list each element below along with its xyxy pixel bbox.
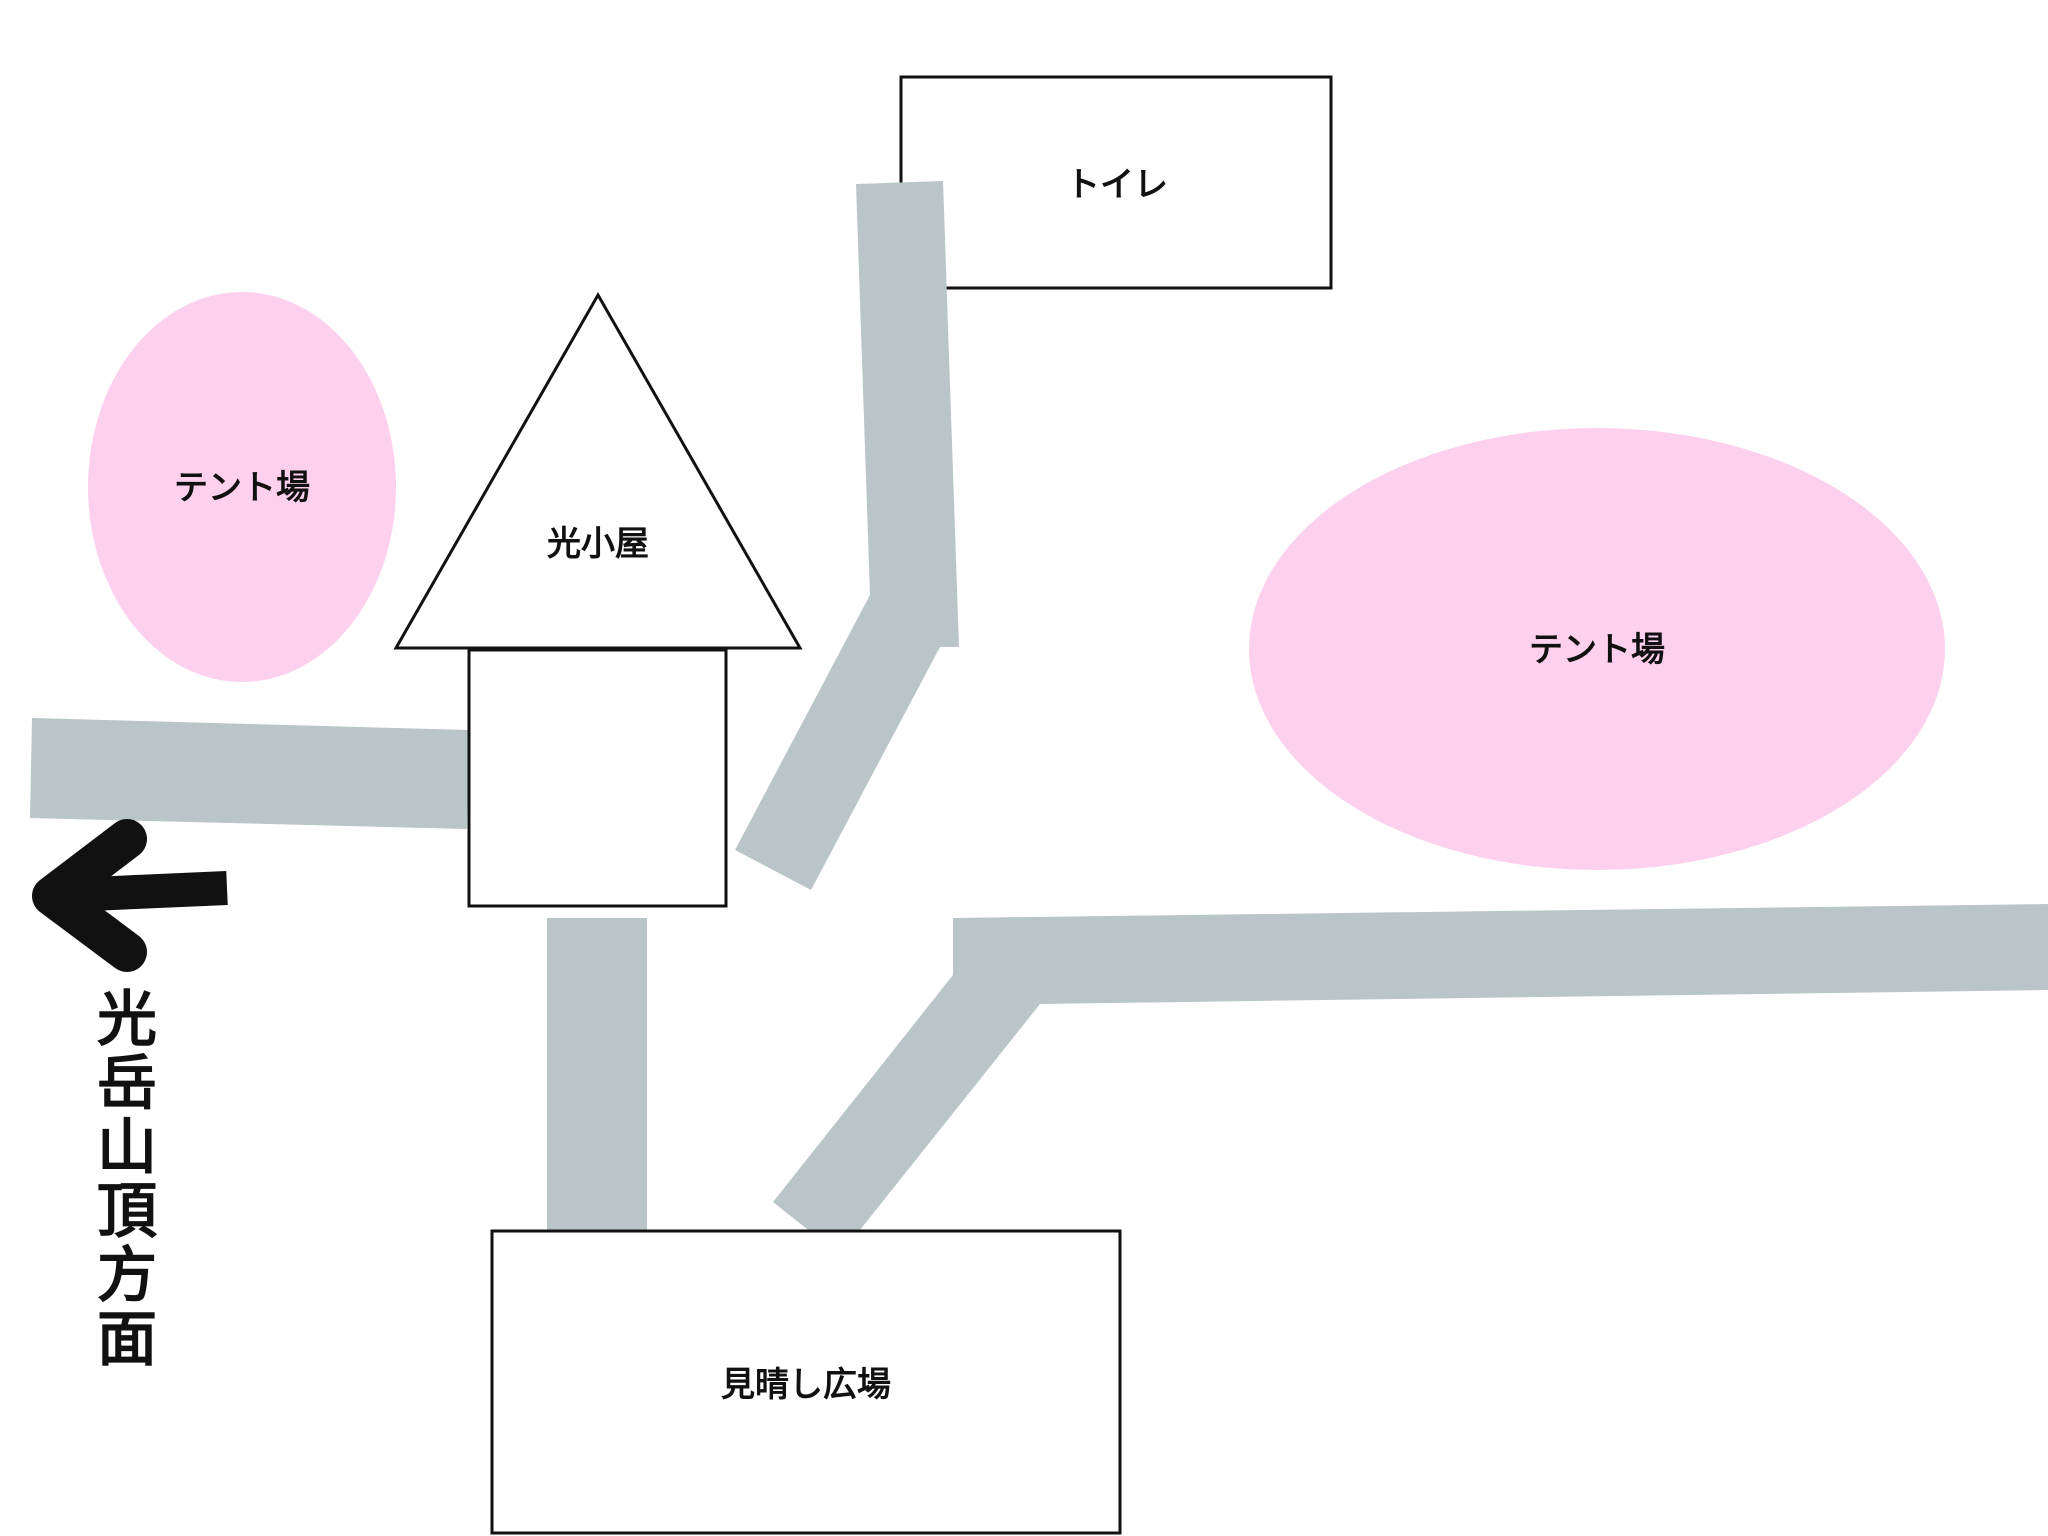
hut-label: 光小屋	[547, 524, 649, 564]
viewpoint-plaza-area	[490, 1229, 1122, 1535]
hut-roof	[393, 291, 803, 650]
toilet-label: トイレ	[1066, 165, 1168, 205]
path-hut-to-plaza	[547, 918, 647, 1243]
toilet-building	[899, 75, 1333, 290]
paths	[30, 181, 2048, 1255]
viewpoint-plaza-label: 見晴し広場	[721, 1365, 891, 1405]
tent-site-left-label: テント場	[174, 468, 310, 508]
summit-direction-label: 光岳山頂方面	[97, 985, 157, 1375]
path-toilet-to-hut	[735, 181, 959, 890]
path-west-to-hut	[30, 718, 469, 829]
tent-site-right-area	[1249, 428, 1945, 870]
arrow-left-icon	[32, 819, 228, 972]
tent-site-right-label: テント場	[1529, 630, 1665, 670]
hut-base	[467, 648, 728, 908]
tent-site-left-area	[88, 292, 396, 682]
path-east-to-plaza	[773, 904, 2048, 1255]
